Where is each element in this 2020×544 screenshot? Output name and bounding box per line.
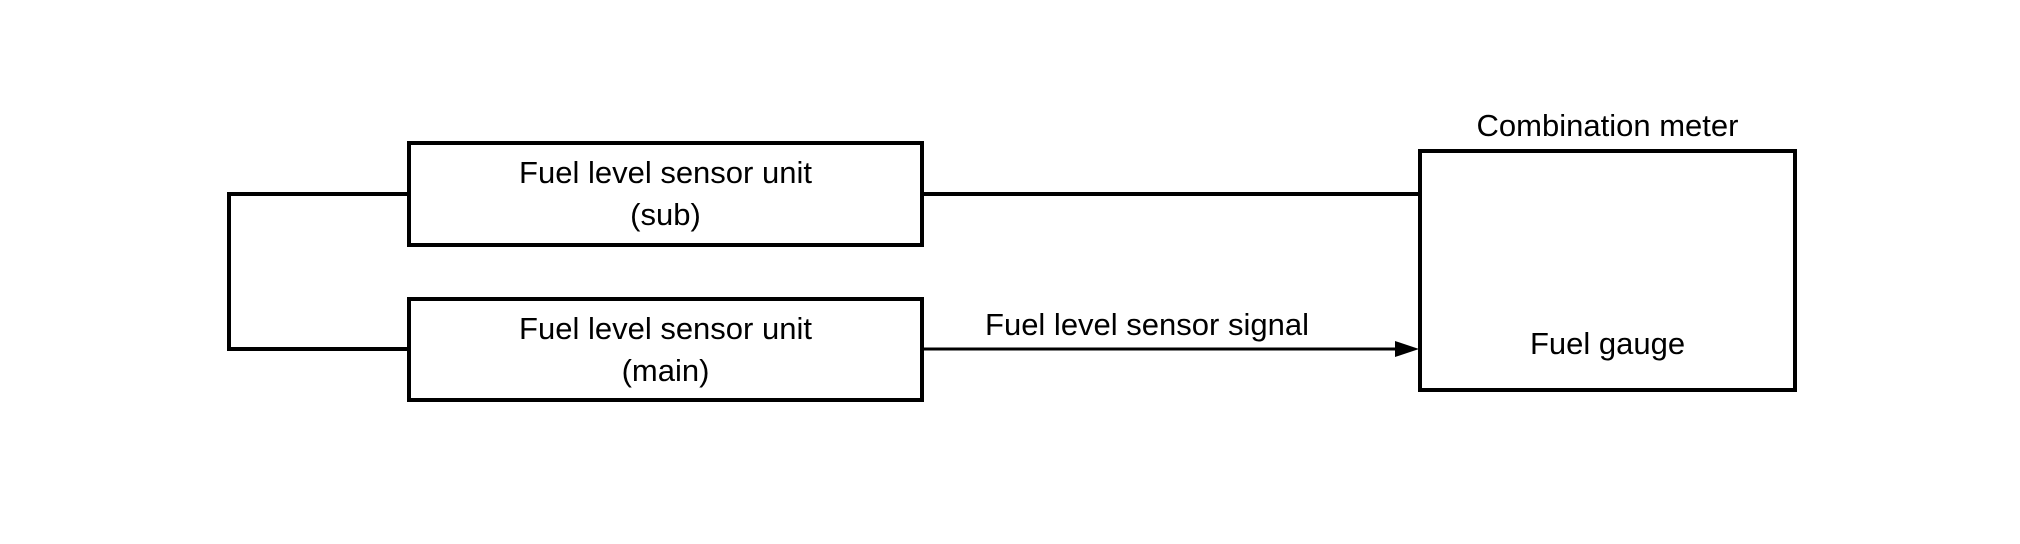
- node-fuel-level-sensor-main: Fuel level sensor unit (main): [407, 297, 924, 402]
- node-label-line1: Fuel level sensor unit: [519, 310, 812, 346]
- fuel-gauge-label: Fuel gauge: [1529, 326, 1686, 361]
- node-fuel-level-sensor-sub: Fuel level sensor unit (sub): [407, 141, 924, 247]
- node-label-line2: (main): [621, 352, 710, 388]
- signal-arrowhead: [1395, 341, 1419, 357]
- node-combination-meter: Fuel gauge: [1418, 149, 1797, 392]
- node-label-line1: Fuel level sensor unit: [519, 155, 812, 190]
- combination-meter-title: Combination meter: [1476, 108, 1739, 143]
- sensor-join-bracket-line: [227, 192, 409, 351]
- fuel-level-sensor-signal-label: Fuel level sensor signal: [985, 307, 1309, 342]
- node-label-line2: (sub): [630, 197, 701, 232]
